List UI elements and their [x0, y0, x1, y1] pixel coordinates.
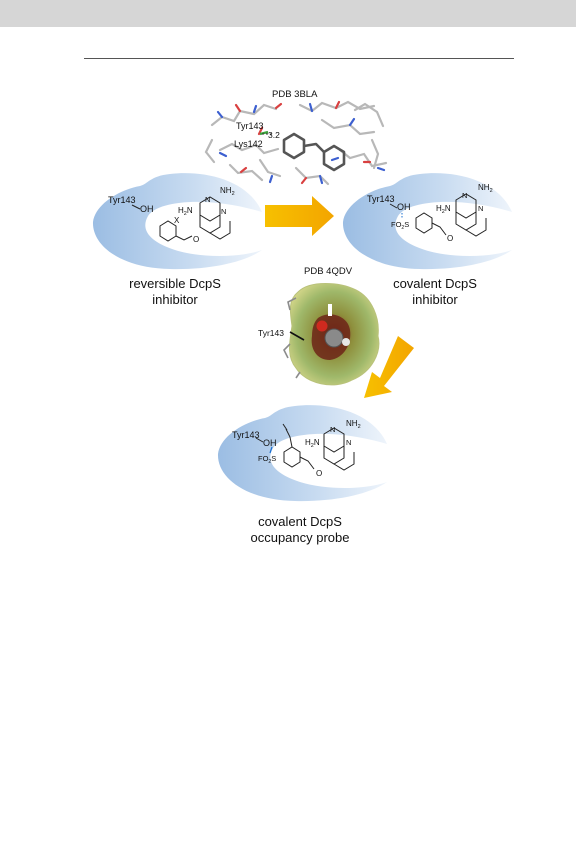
caption-covalent-inhibitor: covalent DcpS inhibitor — [393, 276, 477, 307]
caption-occupancy-probe: covalent DcpS occupancy probe — [250, 514, 350, 545]
binding-pocket-crescent-bottom — [217, 405, 387, 502]
crystal-structure-3bla: PDB 3BLA — [204, 89, 388, 186]
o-label-bottom: O — [316, 469, 322, 478]
page-header-bar — [0, 0, 576, 27]
h2n-label-bottom: H2N — [305, 438, 320, 449]
nh2-label-right: NH2 — [478, 183, 493, 194]
lys142-label: Lys142 — [234, 139, 263, 149]
h2n-label-right: H2N — [436, 204, 451, 215]
o-label-right: O — [447, 234, 453, 243]
crystal-structure-4qdv: PDB 4QDV Tyr143 — [258, 266, 380, 386]
n-label-left-1: N — [205, 195, 210, 204]
tyr143-label-bottom: Tyr143 — [232, 430, 260, 440]
caption-reversible-inhibitor: reversible DcpS inhibitor — [129, 276, 221, 307]
reversible-inhibitor-panel: Tyr143 OH X H2N NH2 O N N — [92, 173, 263, 270]
tyr143-label-top: Tyr143 — [236, 121, 264, 131]
arrow-reversible-to-covalent — [265, 196, 334, 236]
fo2s-label-right: FO2S — [391, 220, 409, 231]
oh-label-left: OH — [140, 204, 154, 214]
pdb-4qdv-label: PDB 4QDV — [304, 266, 353, 277]
binding-pocket-crescent — [92, 173, 263, 270]
nh2-label-left: NH2 — [220, 186, 235, 197]
x-substituent-label: X — [174, 216, 180, 225]
pdb-3bla-label: PDB 3BLA — [272, 89, 318, 100]
n-label-bottom-1: N — [330, 425, 335, 434]
fo2s-label-bottom: FO2S — [258, 454, 276, 465]
h2n-label-left: H2N — [178, 206, 193, 217]
ligand-ring — [324, 328, 344, 348]
tyr143-label-left: Tyr143 — [108, 195, 136, 205]
n-label-left-2: N — [221, 207, 226, 216]
tyr143-label-mid: Tyr143 — [258, 328, 284, 338]
header-rule — [84, 58, 514, 59]
oh-label-bottom: OH — [263, 438, 277, 448]
covalent-inhibitor-panel: Tyr143 OH FO2S H2N NH2 O N N — [342, 173, 512, 270]
tyr143-label-right: Tyr143 — [367, 194, 395, 204]
n-label-right-2: N — [478, 204, 483, 213]
nh2-label-bottom: NH2 — [346, 419, 361, 430]
n-label-bottom-2: N — [346, 438, 351, 447]
oh-label-right: OH — [397, 202, 411, 212]
o-label-left: O — [193, 235, 199, 244]
distance-label: 3.2 — [268, 130, 280, 140]
occupancy-probe-panel: Tyr143 OH FO2S H2N NH2 O N N — [217, 405, 387, 502]
n-label-right-1: N — [462, 191, 467, 200]
binding-pocket-crescent-right — [342, 173, 512, 270]
arrow-covalent-to-probe — [364, 336, 414, 398]
